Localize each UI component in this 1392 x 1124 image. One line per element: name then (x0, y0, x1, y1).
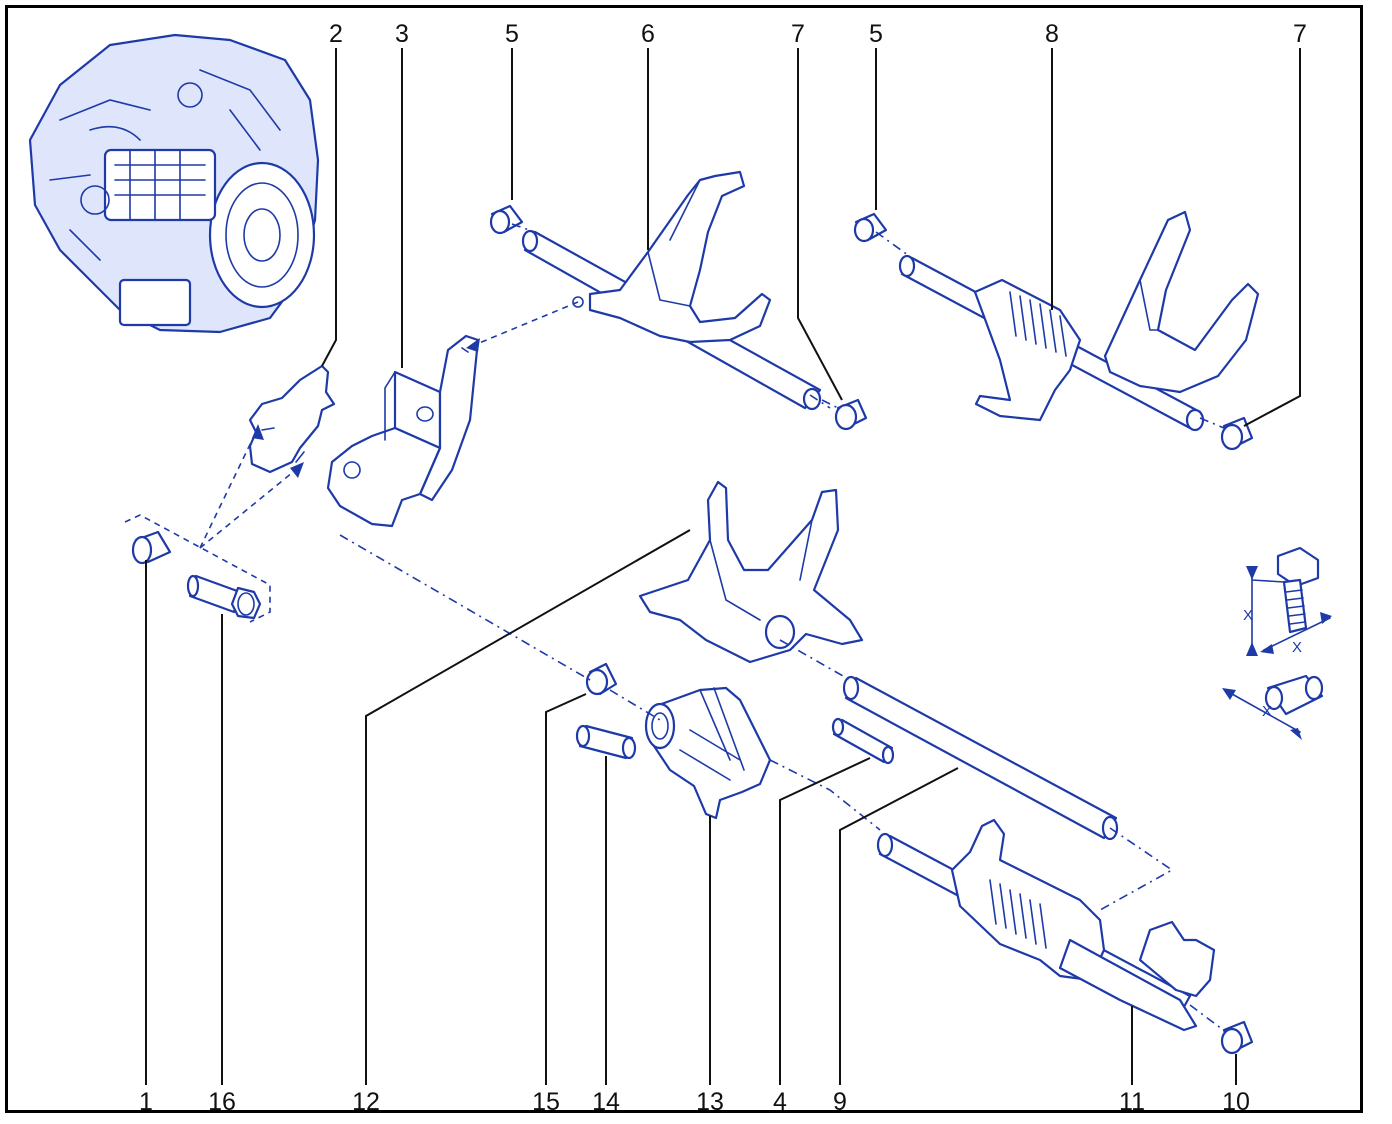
callout-1: 1 (139, 1088, 153, 1116)
sleeve-dimension-icon: X (1222, 674, 1324, 740)
callout-4: 4 (773, 1088, 787, 1116)
callout-numbers-top: 2 3 5 6 7 5 8 7 (329, 20, 1307, 48)
part-8-fork-with-spring (898, 210, 1260, 432)
part-15-bushing (585, 662, 618, 696)
callout-5a: 5 (505, 20, 519, 48)
callout-3: 3 (395, 20, 409, 48)
callout-5b: 5 (869, 20, 883, 48)
part-6-fork-with-rail (521, 170, 822, 411)
callout-10: 10 (1222, 1088, 1250, 1116)
bolt-dimension-icon: X X (1243, 546, 1332, 656)
callout-11: 11 (1119, 1088, 1145, 1116)
dimension-label-x1: X (1243, 607, 1253, 624)
part-10-cap (1220, 1020, 1254, 1055)
part-14-pin (575, 724, 637, 760)
part-3-bracket (326, 334, 480, 528)
part-2-plate (248, 364, 336, 474)
callout-13: 13 (696, 1088, 724, 1116)
callout-14: 14 (592, 1088, 620, 1116)
part-13-selector-drum (644, 686, 772, 820)
callout-12: 12 (352, 1088, 380, 1116)
part-7-cap-a (834, 398, 868, 431)
callout-9: 9 (833, 1088, 847, 1116)
callout-7b: 7 (1293, 20, 1307, 48)
dimension-label-x2: X (1292, 639, 1302, 656)
callout-2: 2 (329, 20, 343, 48)
part-11-fork-assembly (876, 818, 1216, 1032)
callout-6: 6 (641, 20, 655, 48)
part-7-cap-b (1220, 416, 1254, 451)
callout-8: 8 (1045, 20, 1059, 48)
callout-7a: 7 (791, 20, 805, 48)
callout-15: 15 (532, 1088, 560, 1116)
part-16-bolt (186, 574, 262, 620)
callout-16: 16 (208, 1088, 236, 1116)
dimension-label-x3: X (1262, 703, 1272, 720)
part-1-sleeve (131, 530, 172, 565)
part-5-bushing-a (489, 204, 524, 235)
part-5-bushing-b (853, 212, 888, 243)
part-4-pin (831, 717, 895, 765)
leader-lines (145, 48, 1301, 1085)
part-12-fork (638, 480, 864, 664)
callout-numbers-bottom: 1 16 12 15 14 13 4 9 11 10 (139, 1088, 1250, 1116)
diagram-frame (5, 5, 1363, 1113)
gearbox-thumbnail-icon (28, 33, 320, 334)
